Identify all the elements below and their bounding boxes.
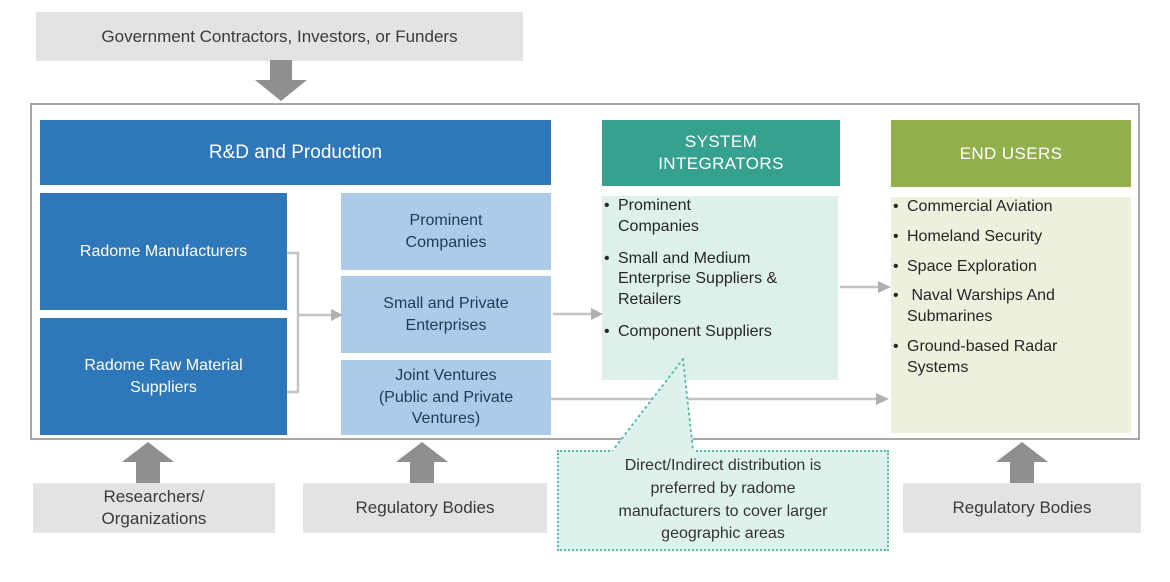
joint-ventures-box: Joint Ventures (Public and Private Ventu… xyxy=(341,360,551,435)
radome-manufacturers-box: Radome Manufacturers xyxy=(40,193,287,310)
down-arrow-icon xyxy=(255,60,307,101)
up-arrow-icon xyxy=(996,442,1048,483)
list-item: Prominent Companies xyxy=(602,196,838,238)
up-arrow-icon xyxy=(396,442,448,483)
end-users-header: END USERS xyxy=(891,120,1131,187)
distribution-callout-text: Direct/Indirect distribution is preferre… xyxy=(618,457,828,543)
list-item: Homeland Security xyxy=(891,227,1131,248)
list-item: Commercial Aviation xyxy=(891,197,1131,218)
list-item: Small and Medium Enterprise Suppliers & … xyxy=(602,249,838,311)
end-users-panel: Commercial Aviation Homeland Security Sp… xyxy=(891,197,1131,433)
small-private-enterprises-label: Small and Private Enterprises xyxy=(383,294,509,334)
radome-raw-material-suppliers-box: Radome Raw Material Suppliers xyxy=(40,318,287,435)
funders-box: Government Contractors, Investors, or Fu… xyxy=(36,12,523,61)
funders-label: Government Contractors, Investors, or Fu… xyxy=(101,26,458,46)
system-integrators-panel: Prominent Companies Small and Medium Ent… xyxy=(602,196,838,380)
system-integrators-header: SYSTEM INTEGRATORS xyxy=(602,120,840,186)
researchers-organizations-label: Researchers/ Organizations xyxy=(101,486,207,528)
regulatory-bodies-box-middle: Regulatory Bodies xyxy=(303,483,547,533)
researchers-organizations-box: Researchers/ Organizations xyxy=(33,483,275,533)
regulatory-bodies-box-right: Regulatory Bodies xyxy=(903,483,1141,533)
regulatory-bodies-label: Regulatory Bodies xyxy=(952,497,1092,517)
up-arrow-icon xyxy=(122,442,174,483)
rd-production-header: R&D and Production xyxy=(40,120,551,185)
distribution-callout: Direct/Indirect distribution is preferre… xyxy=(557,450,889,551)
radome-raw-material-suppliers-label: Radome Raw Material Suppliers xyxy=(84,356,243,396)
system-integrators-title: SYSTEM INTEGRATORS xyxy=(658,131,784,173)
list-item: Ground-based Radar Systems xyxy=(891,337,1131,379)
list-item: Component Suppliers xyxy=(602,322,838,343)
small-private-enterprises-box: Small and Private Enterprises xyxy=(341,276,551,353)
list-item: Naval Warships And Submarines xyxy=(891,286,1131,328)
regulatory-bodies-label: Regulatory Bodies xyxy=(355,497,495,517)
radome-manufacturers-label: Radome Manufacturers xyxy=(79,242,248,260)
end-users-title: END USERS xyxy=(959,143,1063,163)
end-users-list: Commercial Aviation Homeland Security Sp… xyxy=(891,197,1131,379)
system-integrators-list: Prominent Companies Small and Medium Ent… xyxy=(602,196,838,343)
rd-production-label: R&D and Production xyxy=(208,141,383,163)
prominent-companies-box: Prominent Companies xyxy=(341,193,551,270)
prominent-companies-label: Prominent Companies xyxy=(405,211,487,251)
list-item: Space Exploration xyxy=(891,257,1131,278)
joint-ventures-label: Joint Ventures (Public and Private Ventu… xyxy=(378,367,514,428)
